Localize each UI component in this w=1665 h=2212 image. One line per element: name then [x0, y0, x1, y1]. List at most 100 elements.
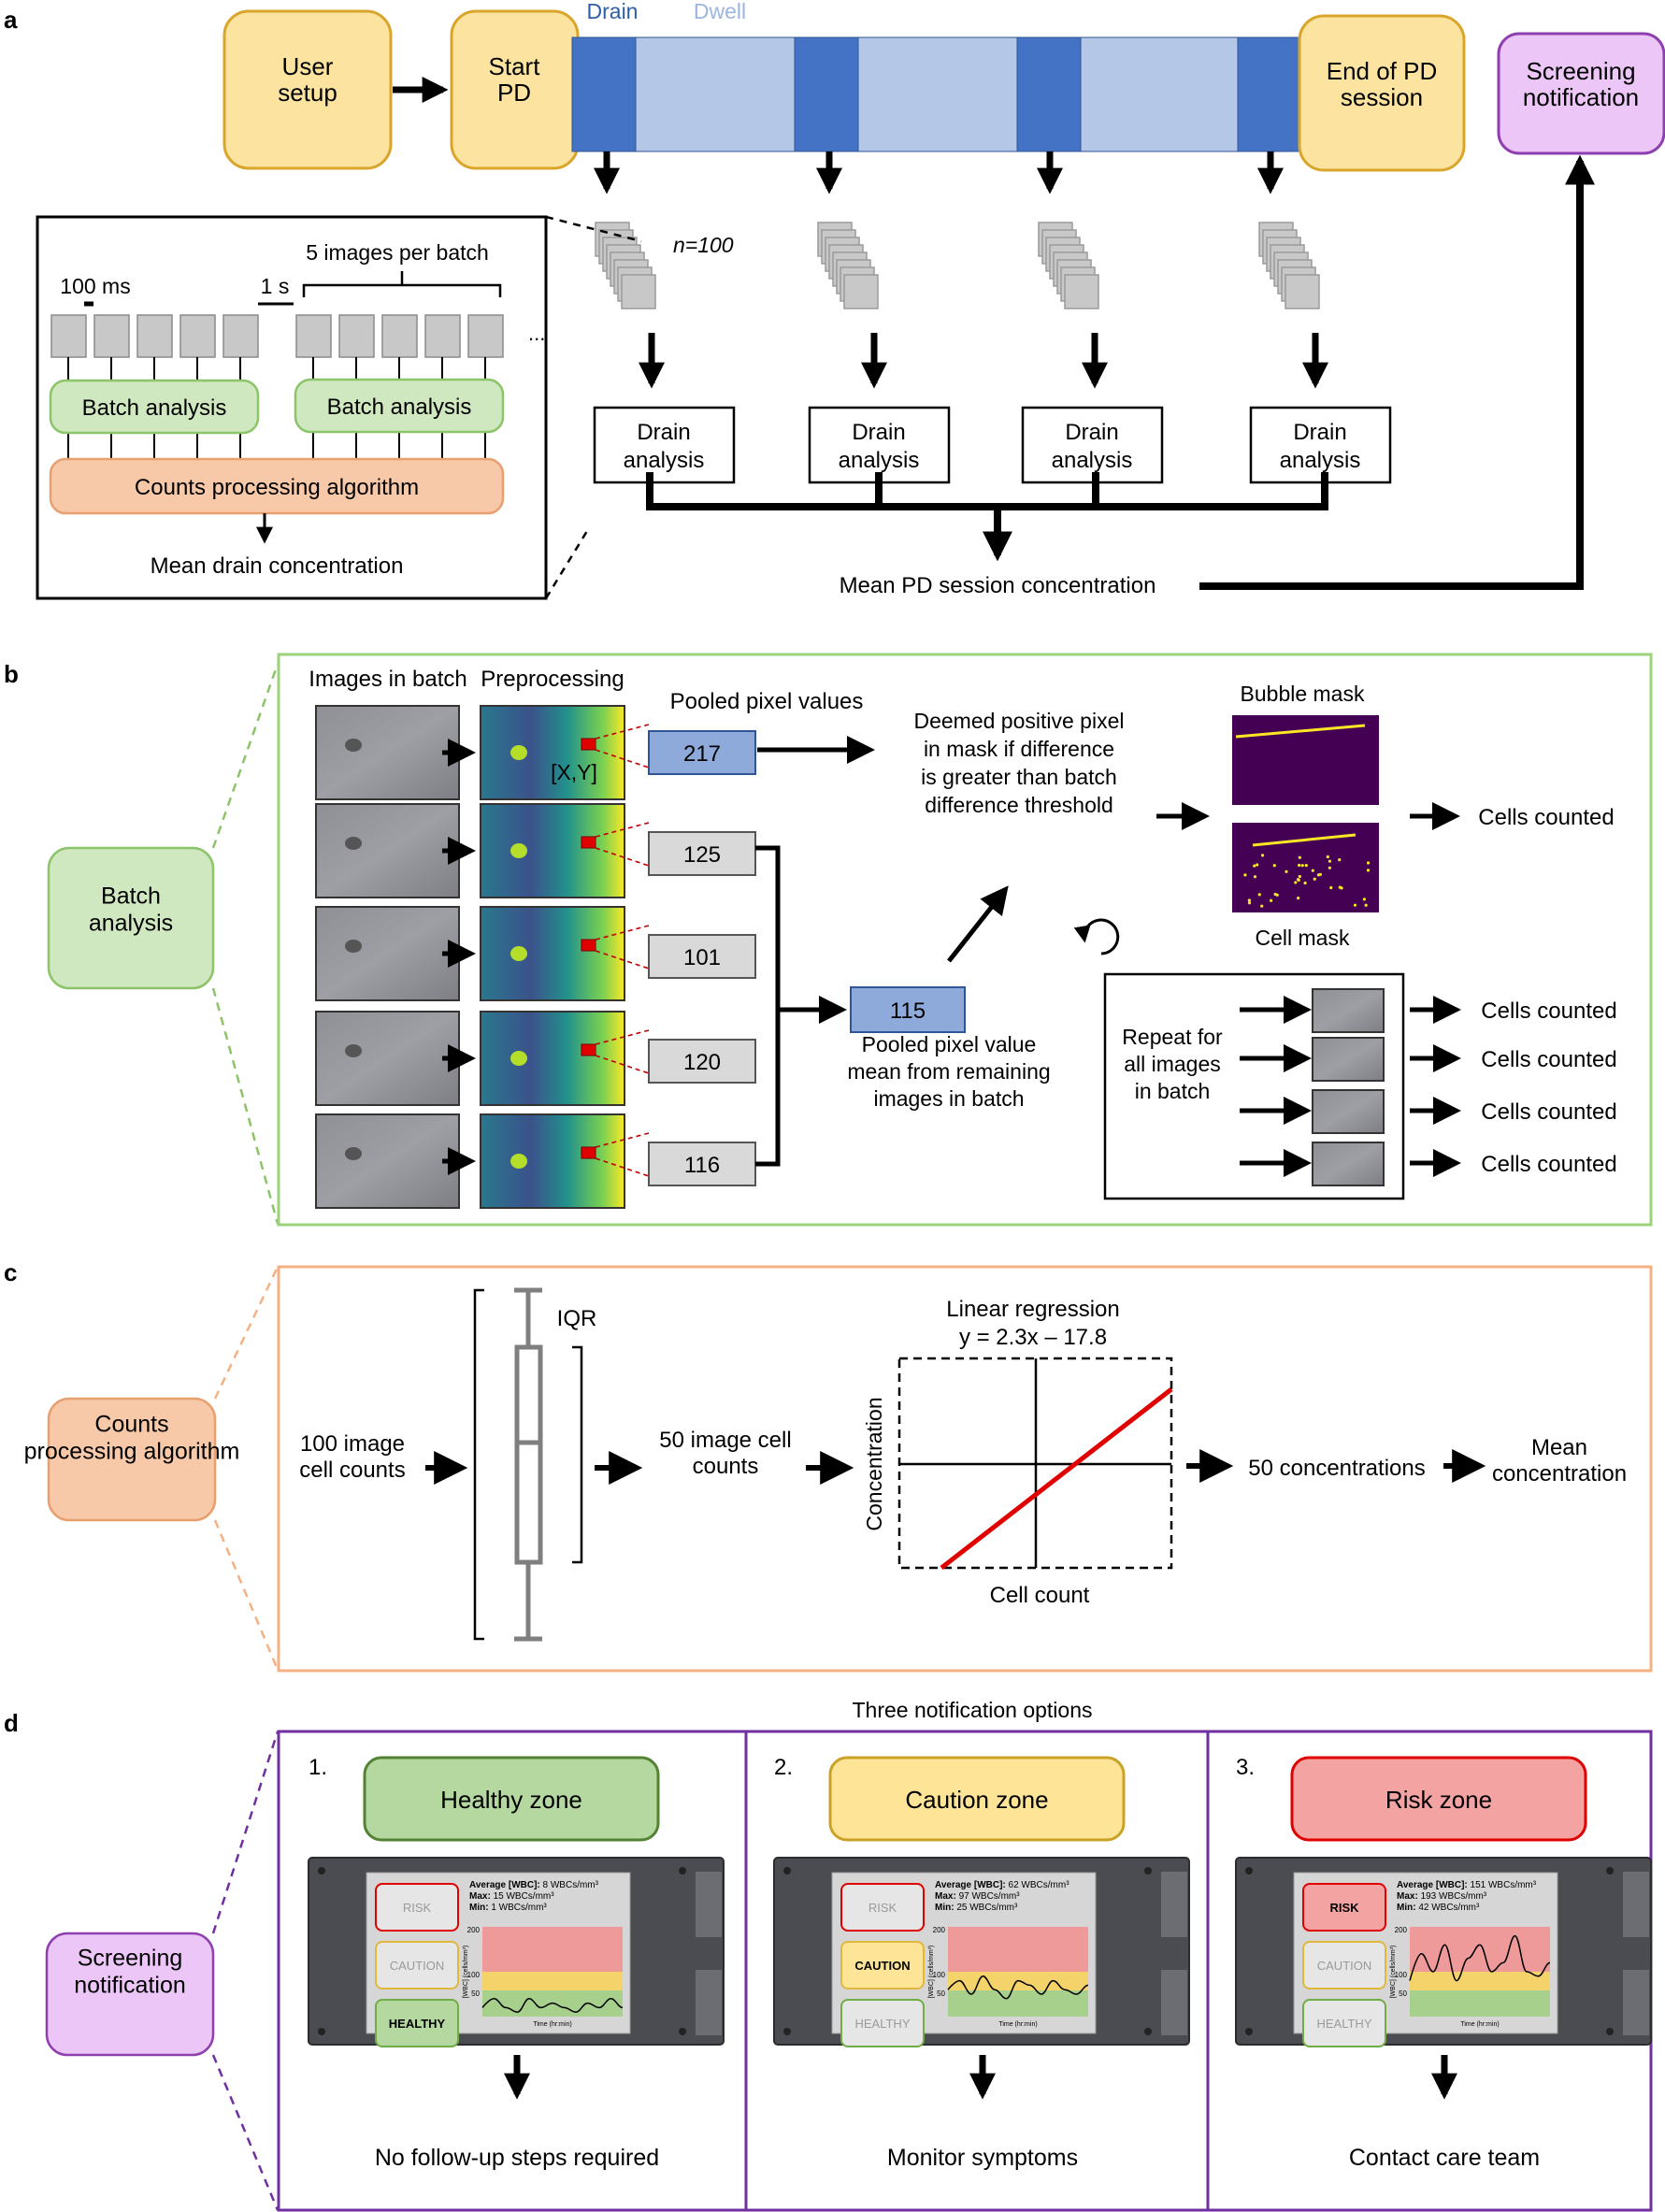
device-port — [696, 1970, 722, 2035]
preprocessed-image — [480, 906, 625, 1001]
dwell-segment — [1080, 36, 1239, 152]
cell-speckle — [1303, 881, 1307, 885]
caution-band — [482, 1972, 623, 1990]
cell-speckle — [1285, 869, 1288, 873]
cell-speckle — [1260, 904, 1264, 908]
cell-speckle — [1256, 863, 1259, 867]
raw-image — [315, 803, 460, 898]
batch-timing-inset: 100 ms 1 s 5 images per batch ... Batch … — [36, 215, 642, 600]
xy-label: [X,Y] — [551, 760, 597, 784]
image-stack — [817, 222, 879, 309]
device-y-tick: 50 — [937, 1989, 945, 1998]
screw — [318, 2028, 325, 2035]
device-reading: Average [WBC]: 151 WBCs/mm³ — [1397, 1880, 1537, 1890]
cell-speckle — [1272, 864, 1276, 868]
cell-spot — [345, 739, 362, 752]
zoom-line — [595, 847, 650, 867]
screw — [318, 1867, 325, 1874]
image-frame — [424, 314, 461, 358]
s-label: 1 s — [261, 274, 290, 298]
risk-band — [948, 1927, 1088, 1972]
device-x-label: Time (hr:min) — [533, 2021, 571, 2028]
iqr-boxplot — [473, 1287, 583, 1642]
healthy-band — [948, 1990, 1088, 2017]
pd-timeline — [571, 36, 1302, 152]
cell-speckle — [1326, 855, 1329, 859]
screw — [679, 1867, 686, 1874]
regression-y-label: Concentration — [862, 1397, 886, 1530]
pixel-value: 101 — [683, 945, 721, 970]
preprocessed-image — [480, 803, 625, 898]
device-status-button — [375, 1999, 459, 2047]
zoom-line — [595, 950, 650, 970]
mean-drain-label: Mean drain concentration — [151, 553, 404, 579]
mean-pixel-value-box — [850, 986, 966, 1033]
image-stack — [1038, 222, 1099, 309]
device-y-label: [WBC] (cells/mm³) — [463, 1946, 469, 1999]
device-status-label: RISK — [1329, 1901, 1359, 1915]
device-port — [1623, 1872, 1649, 1937]
counts-algorithm-label: Counts processing algorithm — [135, 475, 419, 500]
notification-option: 1.Healthy zoneRISKCAUTIONHEALTHYAverage … — [308, 1755, 725, 2171]
cell-speckle — [1311, 869, 1314, 872]
batch-analysis-box — [49, 379, 260, 435]
cell-speckle — [1243, 873, 1247, 877]
iqr-label: IQR — [557, 1306, 597, 1331]
device-status-label: HEALTHY — [389, 2017, 446, 2031]
pixel-value: 125 — [683, 842, 721, 868]
device-y-label: [WBC] (cells/mm³) — [1390, 1946, 1397, 1999]
device-x-label: Time (hr:min) — [1460, 2021, 1499, 2028]
cell-highlight — [510, 946, 527, 961]
image-frame — [843, 274, 879, 309]
device-reading: Min: 25 WBCs/mm³ — [935, 1903, 1018, 1913]
image-frame — [179, 314, 216, 358]
pixel-value-box — [648, 934, 756, 979]
screw — [1606, 2028, 1614, 2035]
concentrations-label: 50 concentrations — [1248, 1456, 1425, 1481]
repeat-icon — [1073, 918, 1120, 955]
pixel-value-box — [648, 1142, 756, 1186]
cell-speckle — [1366, 869, 1371, 872]
device-y-tick: 100 — [1395, 1971, 1408, 1979]
drain-bracket — [646, 472, 1328, 510]
risk-band — [1410, 1927, 1550, 1972]
cell-speckle — [1257, 893, 1261, 897]
cell-highlight — [510, 1154, 527, 1169]
pixel-value: 120 — [683, 1050, 721, 1075]
screw — [1606, 1867, 1614, 1874]
caution-band — [1410, 1972, 1550, 1990]
cell-speckle — [1364, 903, 1368, 907]
device-status-label: CAUTION — [854, 1959, 910, 1973]
pixel-value-box — [648, 1039, 756, 1084]
image-stacks — [594, 151, 1328, 389]
device-port — [1623, 1970, 1649, 2035]
pixel-value-box — [648, 831, 756, 876]
cell-speckle — [1329, 885, 1333, 890]
healthy-band — [1410, 1990, 1550, 2017]
image-frame — [222, 314, 259, 358]
device-status-button — [1302, 1999, 1386, 2047]
image-frame — [295, 314, 332, 358]
notification-option: 2.Caution zoneRISKCAUTIONHEALTHYAverage … — [773, 1755, 1190, 2171]
device-status-button — [840, 1999, 925, 2047]
cell-speckle — [1253, 875, 1257, 879]
sample-pixel — [581, 1043, 596, 1056]
device-y-tick: 200 — [1395, 1926, 1408, 1934]
bubble-mask-image — [1232, 715, 1379, 805]
zone-pill — [828, 1756, 1126, 1842]
drain-segment — [1237, 36, 1302, 152]
dwell-segment — [857, 36, 1018, 152]
cell-mask-title: Cell mask — [1256, 926, 1350, 950]
batch-analysis-box — [294, 378, 505, 434]
